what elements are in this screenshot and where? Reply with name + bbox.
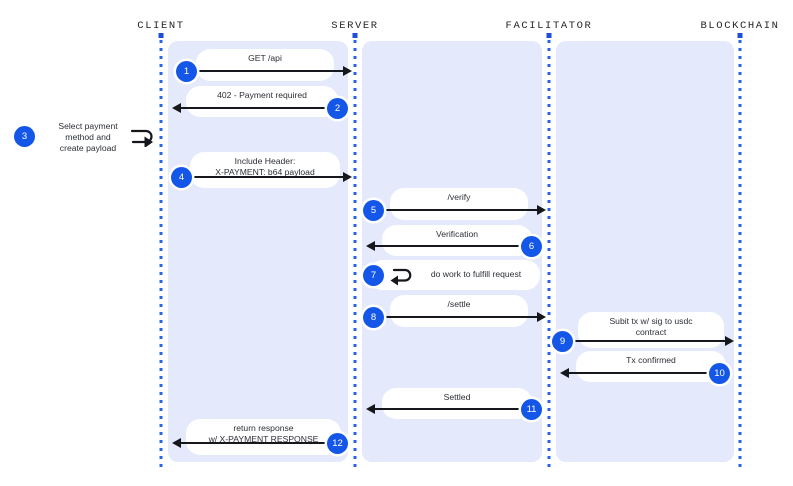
lane-header-blockchain: BLOCKCHAIN — [700, 20, 780, 32]
message-pill-4: Include Header: X-PAYMENT: b64 payload — [190, 152, 340, 188]
arrowhead-right-1 — [343, 65, 352, 76]
arrowhead-left-11 — [366, 403, 375, 414]
message-pill-5: /verify — [390, 188, 528, 220]
message-line-4 — [178, 176, 344, 179]
message-pill-11: Settled — [382, 388, 532, 419]
message-line-2 — [179, 107, 341, 110]
message-pill-7: do work to fulfill request — [368, 260, 540, 290]
lifeline-client — [159, 40, 163, 472]
message-line-1 — [178, 70, 344, 73]
self-loop-arrow-icon-7 — [390, 265, 416, 286]
message-line-11 — [373, 408, 535, 411]
lifeline-head-server — [352, 33, 358, 38]
message-label-7: do work to fulfill request — [430, 269, 522, 279]
step-badge-3[interactable]: 3 — [14, 125, 35, 147]
note-label-3: Select payment method and create payload — [58, 121, 118, 153]
message-label-2: 402 - Payment required — [217, 90, 307, 100]
message-label-12: return response w/ X-PAYMENT RESPONSE — [208, 423, 319, 444]
message-line-6 — [373, 245, 535, 248]
arrowhead-left-2 — [172, 102, 181, 113]
lifeline-server — [353, 40, 357, 472]
message-line-9 — [566, 340, 726, 343]
step-badge-1[interactable]: 1 — [176, 60, 197, 82]
step-badge-9[interactable]: 9 — [552, 330, 573, 352]
arrowhead-left-6 — [366, 240, 375, 251]
message-line-5 — [372, 209, 538, 212]
message-line-10 — [567, 372, 723, 375]
message-label-11: Settled — [443, 392, 471, 402]
message-label-5: /verify — [447, 192, 471, 202]
message-pill-12: return response w/ X-PAYMENT RESPONSE — [186, 419, 341, 455]
message-pill-2: 402 - Payment required — [186, 86, 338, 117]
lifeline-facilitator — [547, 40, 551, 472]
arrowhead-left-10 — [560, 367, 569, 378]
arrowhead-right-8 — [537, 311, 546, 322]
message-label-1: GET /api — [248, 53, 282, 63]
lane-header-server: SERVER — [331, 20, 379, 32]
lifeline-head-facilitator — [546, 33, 552, 38]
message-pill-8: /settle — [390, 295, 528, 327]
step-badge-11[interactable]: 11 — [521, 398, 542, 420]
lifeline-head-client — [158, 33, 164, 38]
message-label-6: Verification — [435, 229, 479, 239]
message-label-10: Tx confirmed — [626, 355, 676, 365]
message-pill-1: GET /api — [196, 49, 334, 81]
arrowhead-left-12 — [172, 437, 181, 448]
lifeline-blockchain — [738, 40, 742, 472]
message-label-9: Subit tx w/ sig to usdc contract — [609, 316, 693, 337]
message-label-8: /settle — [447, 299, 471, 309]
step-badge-6[interactable]: 6 — [521, 235, 542, 257]
lane-header-client: CLIENT — [137, 20, 185, 32]
arrowhead-right-5 — [537, 204, 546, 215]
message-label-4: Include Header: X-PAYMENT: b64 payload — [215, 156, 315, 177]
step-badge-8[interactable]: 8 — [363, 306, 384, 328]
self-loop-arrow-icon — [128, 125, 156, 147]
step-badge-7[interactable]: 7 — [363, 264, 384, 286]
message-line-8 — [372, 316, 538, 319]
step-badge-4[interactable]: 4 — [171, 166, 192, 188]
step-badge-5[interactable]: 5 — [363, 199, 384, 221]
lifeline-head-blockchain — [737, 33, 743, 38]
message-pill-6: Verification — [382, 225, 532, 256]
arrowhead-right-4 — [343, 171, 352, 182]
message-pill-9: Subit tx w/ sig to usdc contract — [578, 312, 724, 348]
message-line-12 — [179, 442, 341, 445]
arrowhead-right-9 — [725, 335, 734, 346]
message-pill-10: Tx confirmed — [576, 351, 726, 382]
band-facilitator-blockchain — [556, 41, 734, 462]
step-badge-10[interactable]: 10 — [709, 362, 730, 384]
lane-header-facilitator: FACILITATOR — [505, 20, 593, 32]
step-badge-12[interactable]: 12 — [327, 432, 348, 454]
step-badge-2[interactable]: 2 — [327, 97, 348, 119]
